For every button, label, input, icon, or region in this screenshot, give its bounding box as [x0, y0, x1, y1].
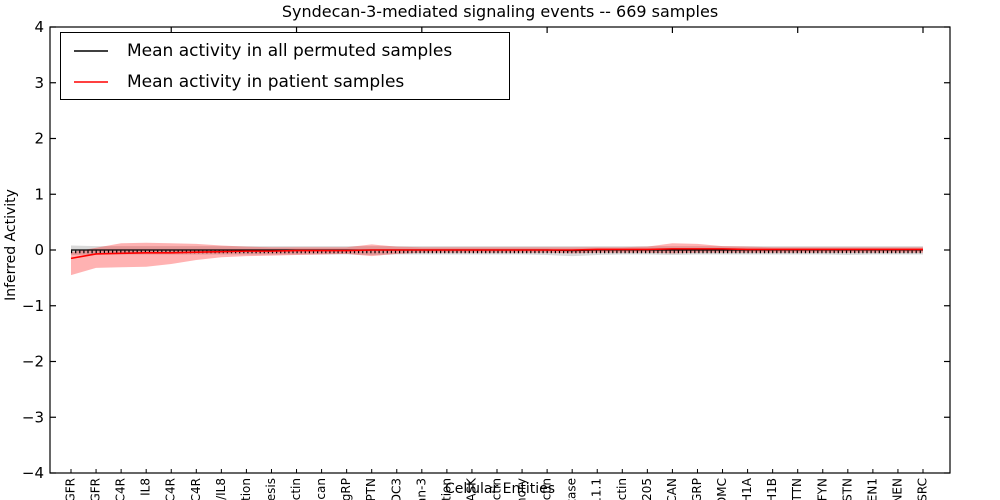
x-tick-label: long-term memory	[515, 478, 529, 500]
y-tick-label: 1	[34, 185, 44, 203]
x-tick-label: AGRP	[690, 478, 704, 500]
x-tick-label: IL8	[139, 478, 153, 496]
y-tick-label: −2	[22, 353, 44, 371]
x-tick-label: SDC3	[389, 478, 403, 500]
chart-title: Syndecan-3-mediated signaling events -- …	[281, 2, 719, 21]
x-tick-label: positive regulation of leukocyte migrati…	[239, 478, 253, 500]
x-tick-label: Syndecan-3/Fyn/Cortactin	[490, 478, 504, 500]
x-tick-label: Syndecan-3/EGFR	[89, 478, 103, 500]
patient-line-swatch	[74, 80, 108, 83]
x-tick-label: Syndecan-3/IL8	[214, 478, 228, 500]
x-tick-label: RP11-540L11.1	[590, 478, 604, 500]
x-tick-label: Syndecan-3/CASK	[464, 477, 478, 500]
x-tick-label: FGFR/FGF/Syndecan-3	[414, 478, 428, 500]
y-tick-label: 4	[34, 18, 44, 36]
x-tick-label: GO:0007205	[640, 478, 654, 500]
x-tick-label: Syndecan-3/AgRP/MC4R	[189, 478, 203, 500]
x-tick-label: PTN	[364, 478, 378, 500]
x-tick-label: MC4R	[114, 478, 128, 500]
patient-mean-line	[70, 248, 923, 260]
patient-band	[71, 242, 923, 276]
y-tick-label: 2	[34, 130, 44, 148]
y-tick-label: 3	[34, 74, 44, 92]
x-tick-label: CTTN	[790, 478, 804, 500]
y-tick-label: −1	[22, 297, 44, 315]
legend-item-permuted: Mean activity in all permuted samples	[61, 35, 509, 66]
x-tick-label: PSENEN	[890, 478, 904, 500]
x-tick-label: APH1A	[740, 477, 754, 500]
x-tick-label: APH1B	[765, 478, 779, 500]
x-tick-label: Src/Cortactin	[615, 478, 629, 500]
x-tick-label: Fyn/Cortactin	[540, 478, 554, 500]
x-tick-label: Syndecan-3/AgRP	[339, 478, 353, 500]
x-axis-label: Cellular Entities	[444, 481, 556, 497]
legend: Mean activity in all permuted samples Me…	[60, 32, 510, 100]
permuted-line-swatch	[74, 49, 108, 52]
x-tick-label: Gamma Secretase	[565, 478, 579, 500]
x-tick-label: alpha-MSH/MC4R	[164, 478, 178, 500]
legend-label-patient: Mean activity in patient samples	[127, 71, 405, 92]
legend-item-patient: Mean activity in patient samples	[61, 66, 509, 97]
x-tick-label: limb bud formation	[439, 478, 453, 500]
y-tick-label: −3	[22, 408, 44, 426]
y-tick-label: 0	[34, 241, 44, 259]
x-tick-label: SRC	[916, 478, 930, 500]
y-tick-label: −4	[22, 464, 44, 482]
x-tick-label: Syndecan-3/Src/Cortactin	[289, 478, 303, 500]
x-tick-label: PSEN1	[865, 478, 879, 500]
x-tick-label: neuron projection morphogenesis	[264, 478, 278, 500]
x-tick-label: EGFR	[64, 478, 78, 500]
x-tick-label: NCSTN	[840, 478, 854, 500]
x-tick-label: Syndecan-3/Neurocan	[314, 478, 328, 500]
x-tick-label: FYN	[815, 478, 829, 500]
x-tick-label: NCAN	[665, 478, 679, 500]
legend-label-permuted: Mean activity in all permuted samples	[127, 40, 453, 61]
x-tick-label: POMC	[715, 478, 729, 500]
